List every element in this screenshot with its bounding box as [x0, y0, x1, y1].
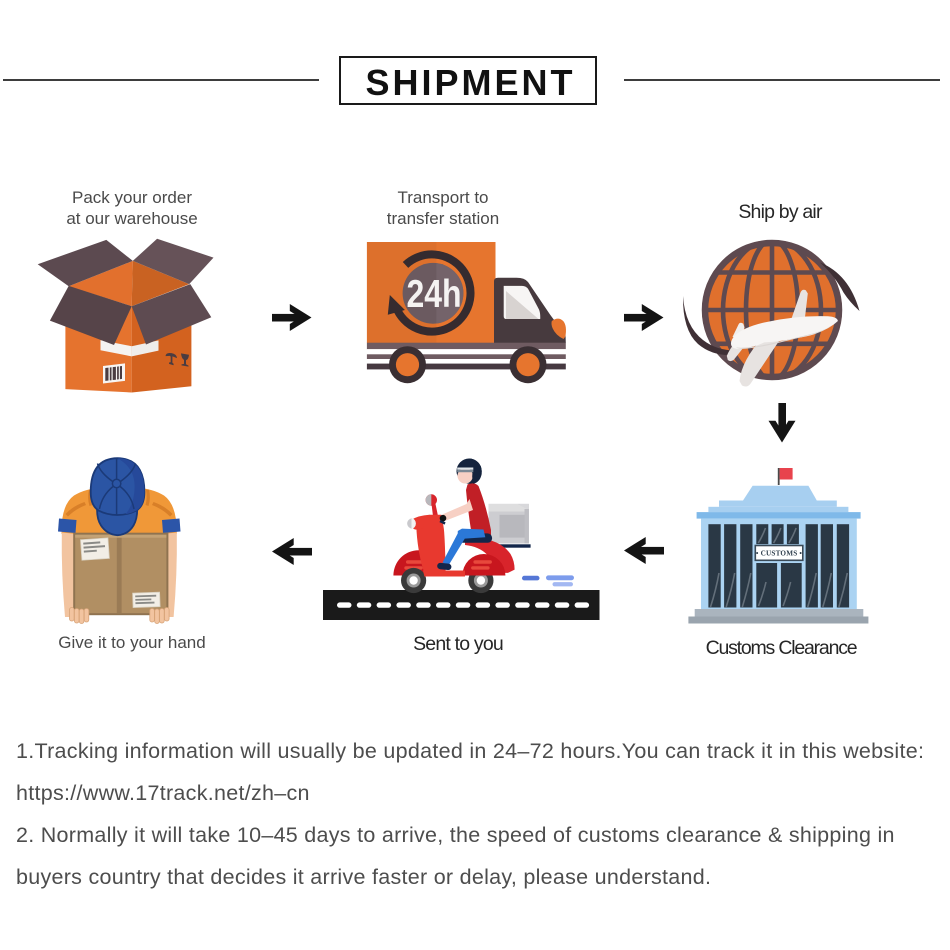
svg-text:• CUSTOMS •: • CUSTOMS •: [756, 550, 803, 558]
svg-text:24h: 24h: [406, 272, 461, 316]
